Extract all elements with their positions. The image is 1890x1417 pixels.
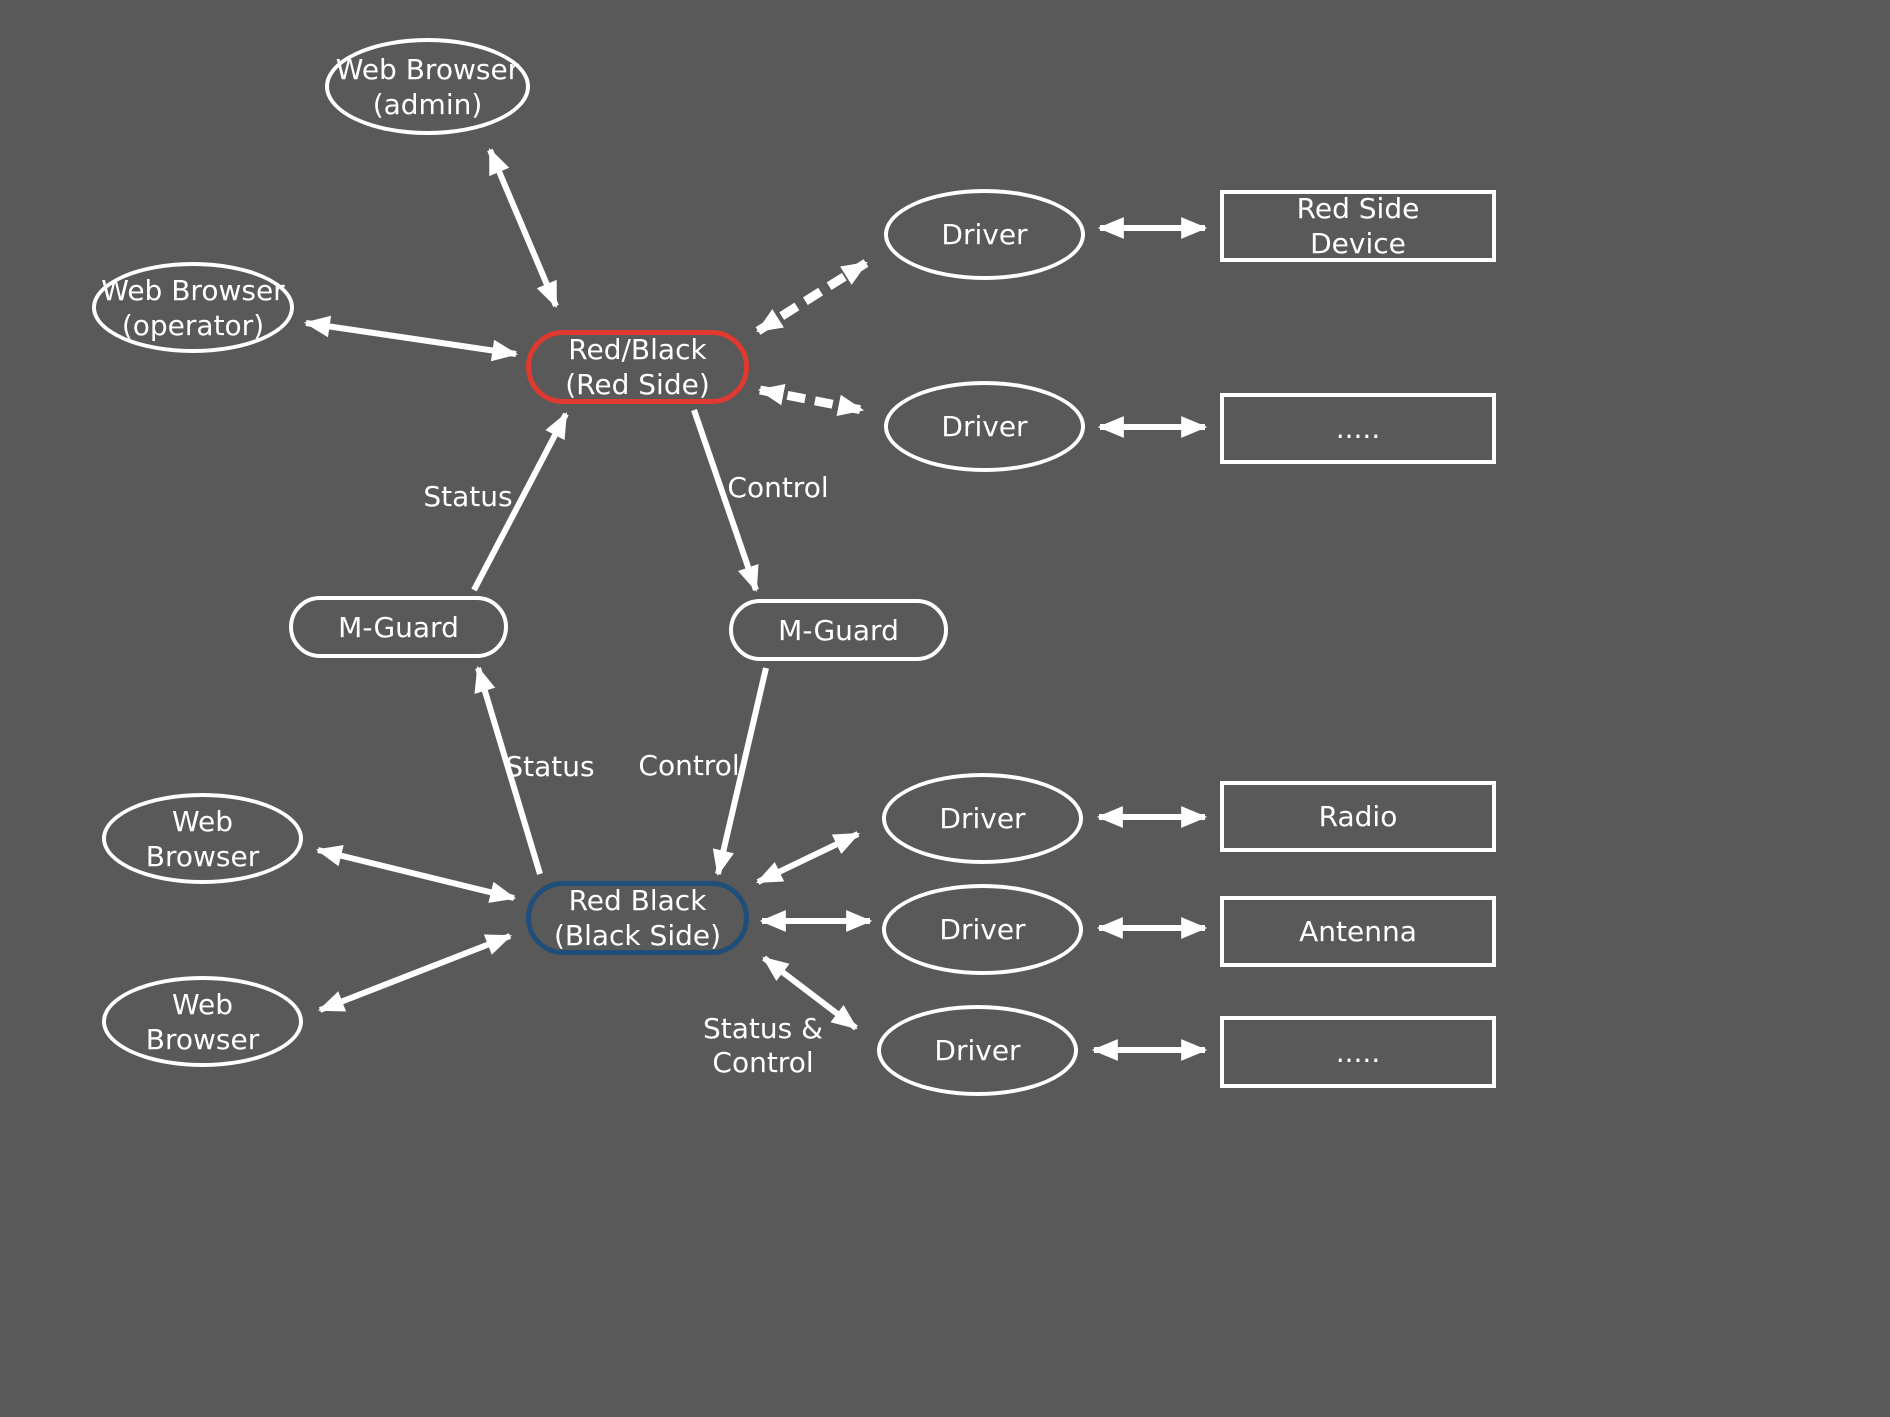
node-driver-antenna: Driver <box>882 884 1083 975</box>
arrow-blackside-driver-radio <box>756 831 860 885</box>
node-m-guard-left: M-Guard <box>289 596 508 658</box>
arrow-blackside-mguardleft-status <box>474 665 543 875</box>
node-radio-label: Radio <box>1318 800 1398 833</box>
node-m-guard-left-label: M-Guard <box>338 610 459 644</box>
node-red-black-black-side-label: Red Black (Black Side) <box>553 884 722 952</box>
node-driver-antenna-label: Driver <box>939 913 1026 946</box>
node-radio: Radio <box>1220 781 1496 852</box>
node-red-black-red-side-label: Red/Black (Red Side) <box>565 333 710 401</box>
node-web-browser-admin: Web Browser (admin) <box>325 38 530 135</box>
node-red-side-more-label: ..... <box>1335 412 1381 445</box>
node-web-browser-operator-label: Web Browser (operator) <box>101 273 285 342</box>
node-m-guard-right-label: M-Guard <box>778 613 899 647</box>
node-web-browser-black-bottom: Web Browser <box>102 976 303 1067</box>
arrow-redside-mguardright-control <box>691 409 759 593</box>
arrow-webbrowser-bottom-blackside <box>317 933 513 1013</box>
node-red-side-more: ..... <box>1220 393 1496 464</box>
edge-label-control-lower: Control <box>638 749 740 782</box>
edge-label-status-lower: Status <box>505 750 595 783</box>
node-red-side-device: Red Side Device <box>1220 190 1496 262</box>
edge-label-control-upper: Control <box>727 471 829 504</box>
node-black-side-more-label: ..... <box>1335 1035 1381 1069</box>
arrow-mguardleft-redside-status <box>471 412 569 592</box>
node-driver-radio-label: Driver <box>939 802 1026 835</box>
node-web-browser-operator: Web Browser (operator) <box>92 262 294 353</box>
node-web-browser-black-top-label: Web Browser <box>145 804 260 873</box>
node-antenna: Antenna <box>1220 896 1496 967</box>
node-driver-red-bottom: Driver <box>884 381 1085 472</box>
edge-label-status-and-control: Status & Control <box>703 1012 823 1080</box>
node-driver-red-top: Driver <box>884 189 1085 280</box>
node-web-browser-black-bottom-label: Web Browser <box>145 987 260 1056</box>
node-red-black-black-side: Red Black (Black Side) <box>526 881 749 955</box>
node-m-guard-right: M-Guard <box>729 599 948 661</box>
node-web-browser-black-top: Web Browser <box>102 793 303 884</box>
node-driver-red-top-label: Driver <box>941 218 1028 251</box>
node-driver-radio: Driver <box>882 773 1083 864</box>
arrow-mguardright-blackside-control <box>712 667 769 877</box>
node-driver-black-more: Driver <box>877 1005 1078 1096</box>
node-black-side-more: ..... <box>1220 1016 1496 1088</box>
arrow-admin-redside <box>487 148 559 308</box>
node-web-browser-admin-label: Web Browser (admin) <box>335 52 520 121</box>
arrow-redside-driver-bottom-dashed <box>757 383 865 417</box>
arrow-operator-redside <box>303 315 519 362</box>
edge-label-status-upper: Status <box>423 480 513 513</box>
node-driver-black-more-label: Driver <box>934 1034 1021 1067</box>
node-red-black-red-side: Red/Black (Red Side) <box>526 330 749 404</box>
arrow-redside-driver-top-dashed <box>755 259 869 335</box>
arrow-webbrowser-top-blackside <box>315 845 517 903</box>
node-red-side-device-label: Red Side Device <box>1296 192 1420 260</box>
node-antenna-label: Antenna <box>1299 915 1417 948</box>
arrow-blackside-driver-more <box>762 955 858 1031</box>
node-driver-red-bottom-label: Driver <box>941 410 1028 443</box>
